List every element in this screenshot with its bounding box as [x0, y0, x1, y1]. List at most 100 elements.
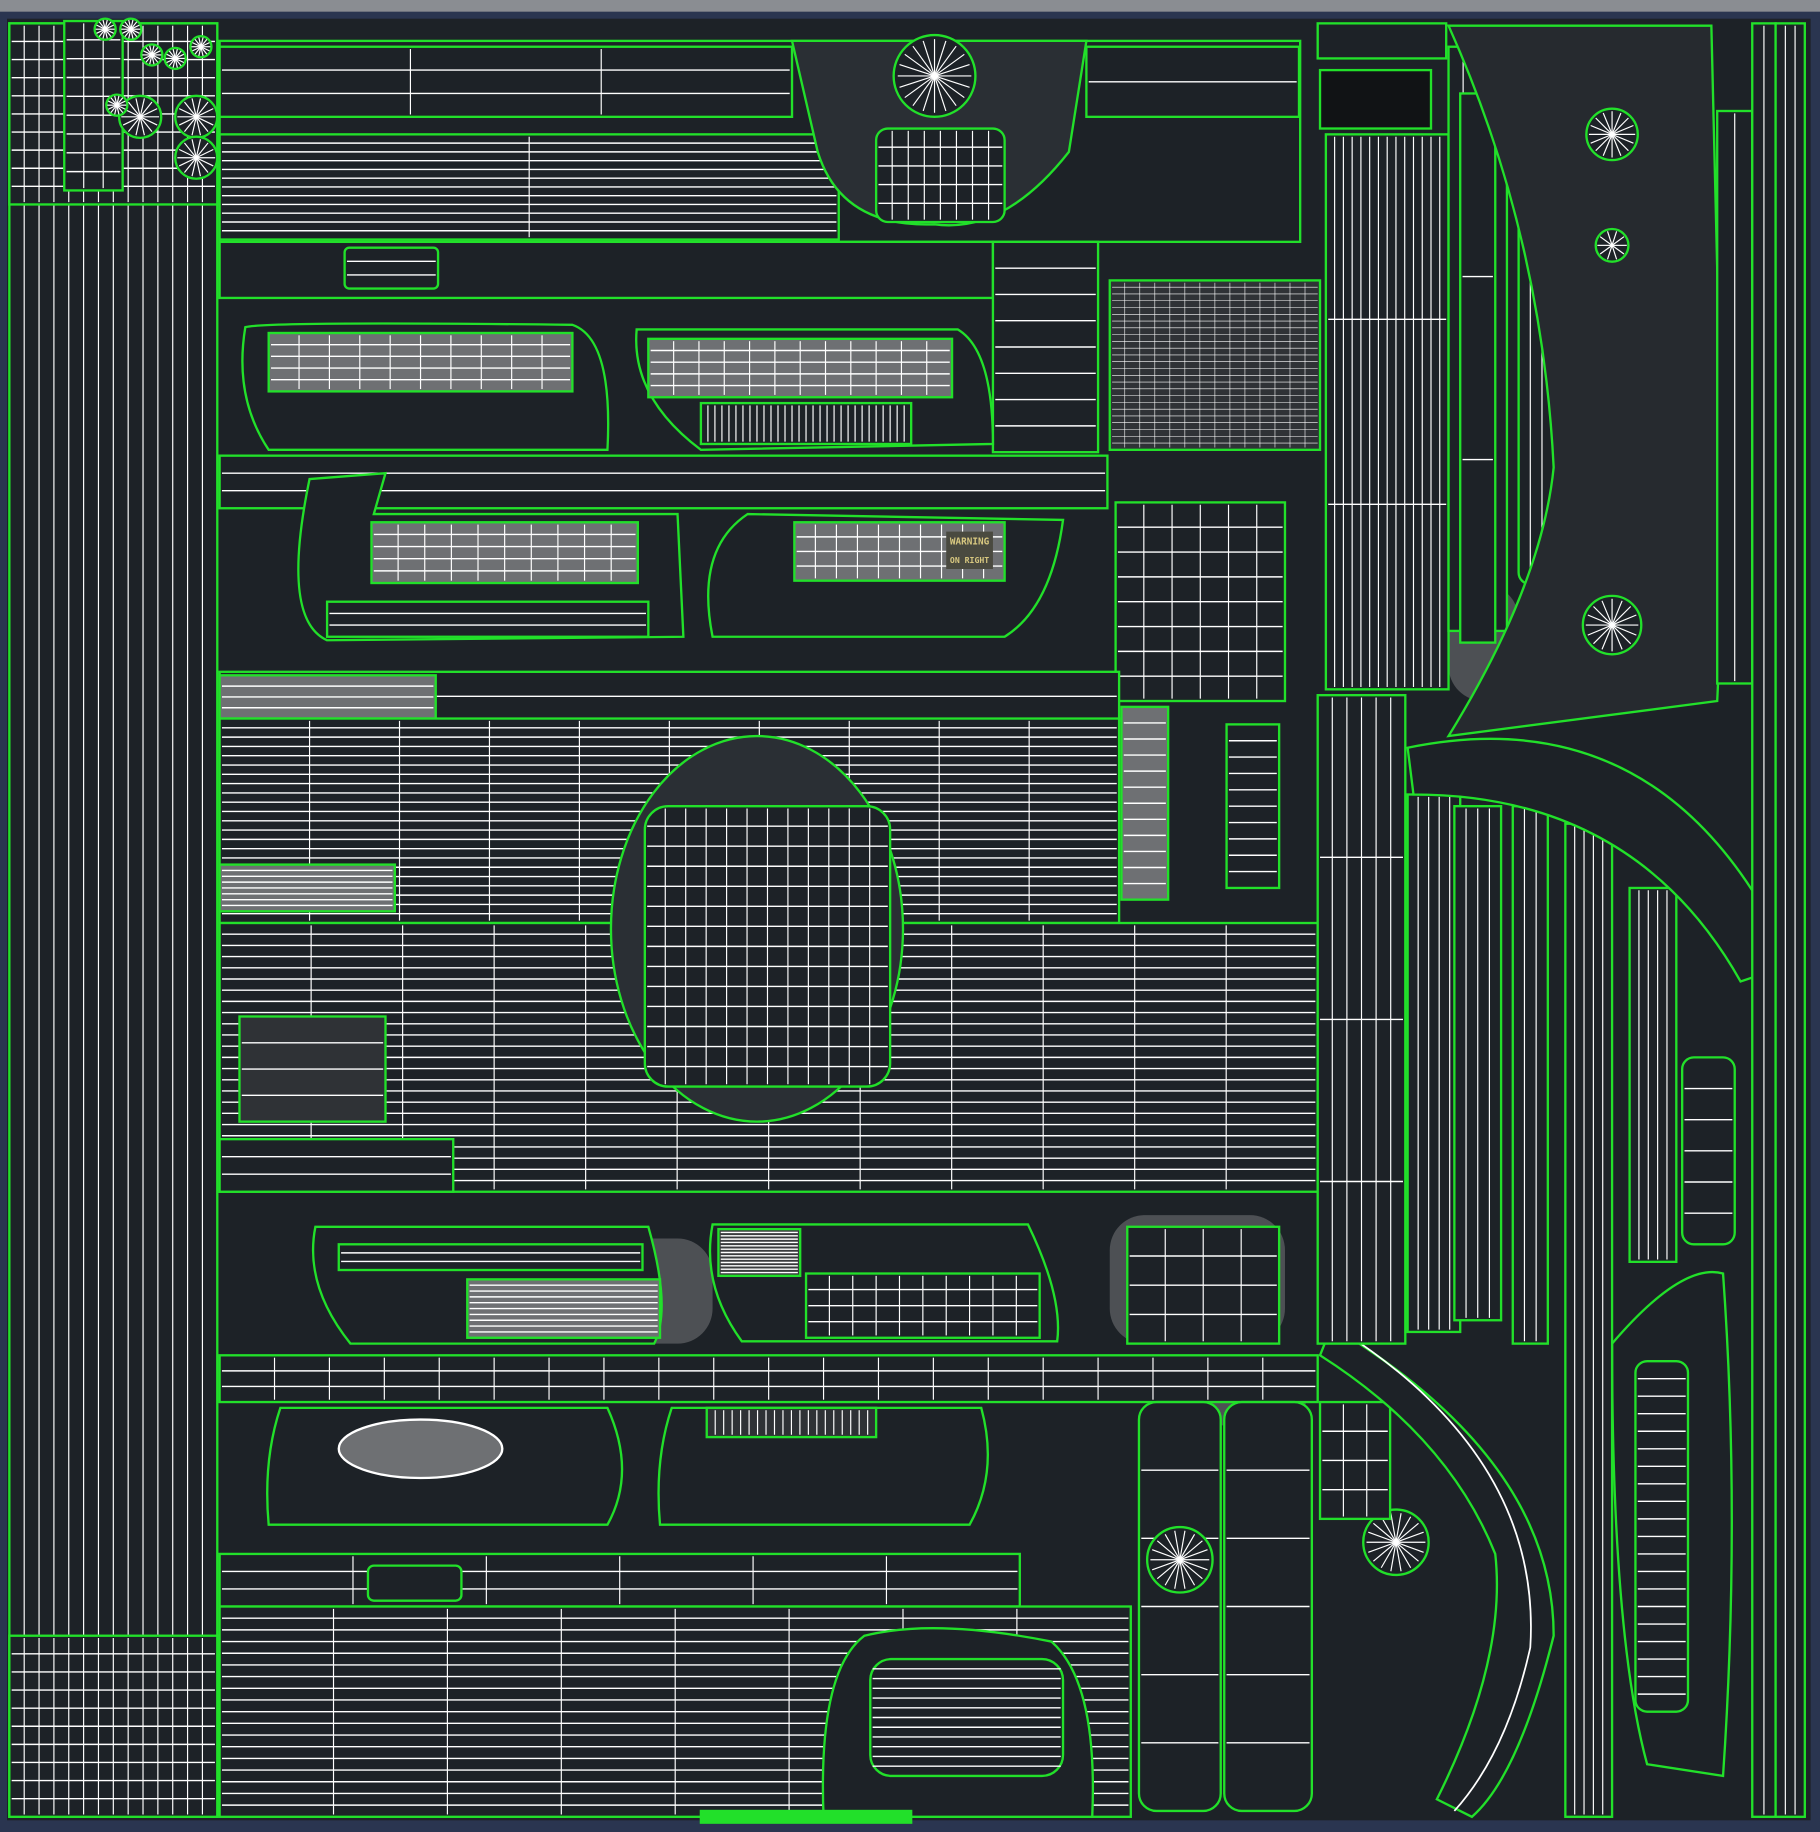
wire-line: [110, 97, 118, 106]
wire-line: [116, 105, 120, 115]
wire-line: [934, 64, 970, 77]
wire-line: [1395, 1541, 1412, 1569]
wire-line: [1611, 236, 1625, 246]
wire-line: [922, 75, 936, 112]
wire-line: [1164, 1559, 1181, 1586]
wire-line: [195, 157, 202, 177]
wire-line: [195, 139, 202, 158]
wire-line: [1380, 1541, 1397, 1569]
wire-line: [1179, 1559, 1196, 1586]
wire-line: [1599, 236, 1613, 246]
wire-line: [1590, 133, 1613, 144]
uv-island: [1316, 22, 1448, 60]
wire-line: [172, 49, 176, 59]
wire-line: [904, 53, 935, 77]
wire-line: [1179, 1559, 1186, 1589]
uv-island: [1511, 805, 1549, 1345]
wire-line: [899, 75, 935, 88]
wire-line: [98, 28, 106, 37]
uv-island: [1459, 92, 1497, 644]
wire-line: [130, 29, 134, 39]
wire-line: [1606, 231, 1613, 246]
wire-line: [174, 58, 182, 67]
wire-line: [172, 58, 176, 68]
wire-line: [1179, 1533, 1196, 1561]
wire-line: [1174, 1559, 1181, 1589]
wire-line: [1395, 1541, 1419, 1562]
wire-line: [191, 116, 197, 136]
wire-line: [1611, 624, 1623, 650]
wire-line: [135, 98, 141, 117]
wire-line: [194, 38, 202, 48]
wire-line: [195, 116, 202, 136]
wire-line: [1611, 624, 1637, 636]
uv-island: [1406, 793, 1462, 1334]
wire-line: [934, 45, 957, 77]
wire-line: [151, 54, 159, 63]
wire-line: [1602, 112, 1613, 135]
wire-line: [166, 53, 176, 59]
wire-line: [933, 75, 947, 112]
wire-line: [178, 108, 197, 118]
wire-line: [1611, 133, 1629, 152]
wire-line: [151, 50, 161, 56]
wire-line: [195, 157, 209, 173]
wire-line: [195, 116, 214, 126]
wire-line: [178, 116, 197, 126]
wire-line: [178, 157, 197, 167]
wire-line: [1587, 614, 1613, 626]
wire-line: [1368, 1531, 1397, 1543]
top-bar: [0, 0, 1820, 12]
wire-line: [139, 116, 158, 126]
wire-line: [104, 21, 112, 30]
wire-line: [1179, 1540, 1203, 1561]
wire-line: [151, 54, 161, 60]
wire-line: [1611, 244, 1625, 255]
wire-line: [1156, 1540, 1181, 1561]
wire-line: [104, 29, 108, 39]
wire-line: [116, 100, 126, 106]
uv-island: [699, 1809, 913, 1824]
wire-line: [1179, 1559, 1203, 1580]
wire-line: [151, 45, 155, 56]
wire-line: [104, 24, 114, 30]
wire-line: [1611, 231, 1618, 246]
wire-line: [130, 19, 134, 30]
warning-decal: WARNING ON RIGHT: [946, 531, 993, 569]
wire-line: [1179, 1549, 1208, 1561]
wire-line: [1606, 245, 1613, 260]
uv-island: [366, 1564, 463, 1602]
wire-line: [934, 75, 970, 88]
wire-line: [200, 46, 210, 52]
wire-line: [1151, 1549, 1181, 1561]
wire-line: [198, 46, 202, 57]
wire-line: [1164, 1533, 1181, 1561]
wire-line: [104, 19, 108, 30]
wire-line: [1390, 1513, 1397, 1543]
wire-line: [116, 97, 124, 106]
uv-island: [218, 1137, 455, 1193]
wire-line: [1595, 117, 1613, 135]
wire-line: [195, 142, 209, 159]
wire-line: [183, 101, 197, 118]
wire-line: [122, 24, 132, 30]
wire-line: [1395, 1531, 1424, 1543]
uv-island: [218, 45, 794, 119]
uv-island: [337, 1243, 644, 1272]
wire-line: [149, 45, 153, 56]
uv-island: [218, 240, 995, 300]
uv-island: [325, 600, 650, 638]
wire-line: [174, 49, 178, 59]
wire-line: [151, 54, 155, 65]
wire-line: [933, 40, 947, 77]
wire-line: [174, 53, 185, 59]
wire-line: [143, 54, 153, 60]
wire-line: [1151, 1559, 1181, 1571]
wire-line: [127, 101, 141, 118]
wire-line: [904, 75, 935, 99]
wire-line: [1373, 1522, 1397, 1543]
wire-line: [1590, 124, 1613, 135]
wire-line: [122, 28, 132, 34]
wire-line: [1602, 134, 1613, 156]
wire-line: [1395, 1541, 1424, 1553]
